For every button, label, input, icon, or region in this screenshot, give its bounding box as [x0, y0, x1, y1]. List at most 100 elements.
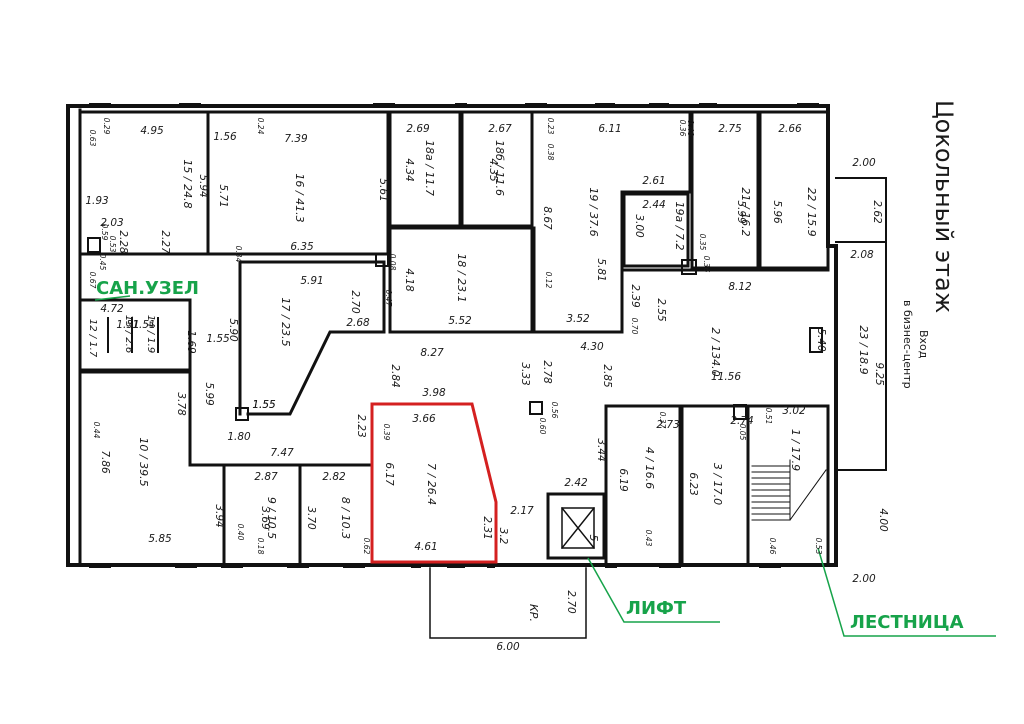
dimension-label: 5.90 [227, 318, 239, 342]
dimension-label: 1.69 [185, 330, 197, 354]
dimension-label: 4.35 [487, 158, 499, 182]
room-19-outline [532, 110, 692, 334]
room-label-16: 16 / 41.3 [293, 173, 306, 222]
wall-mark: 0.53 [108, 236, 117, 253]
dimension-label: 5.81 [595, 258, 607, 281]
dimension-label: 2.70 [349, 290, 361, 314]
floor-title: Цокольный этаж [930, 100, 958, 313]
walls [66, 103, 887, 639]
dimension-label: 2.68 [346, 317, 370, 329]
wall-mark: 0.62 [362, 538, 371, 555]
stairs-callout-line [817, 547, 996, 637]
dimension-label: 11.56 [711, 371, 741, 383]
dimension-label: 2.44 [642, 199, 665, 211]
room-3-outline [680, 404, 750, 567]
dimension-label: 3.33 [519, 362, 531, 385]
dimension-label: 5.94 [197, 174, 209, 197]
dimension-label: 1.55 [252, 399, 276, 411]
dimension-label: 3.78 [175, 392, 187, 416]
wall-mark: 0.36 [678, 120, 687, 137]
dimension-label: 2.73 [656, 419, 679, 431]
room-16-outline [206, 110, 390, 256]
dimension-label: 3.2 [497, 528, 509, 545]
dimension-label: 1.51 [132, 319, 155, 331]
dimension-label: 5.52 [448, 315, 472, 327]
dimension-label: 2.85 [601, 364, 613, 388]
wall-mark: 0.38 [546, 144, 555, 161]
wall-mark: 0.46 [768, 538, 777, 555]
dimension-label: 6.11 [598, 123, 621, 135]
room-label-12: 12 / 1.7 [87, 319, 98, 358]
wall-mark: 0.60 [538, 418, 547, 435]
dimension-label: 2.17 [510, 505, 534, 517]
lift-callout-line [587, 557, 720, 623]
entrance-label-line1: Вход [917, 330, 930, 359]
wall-mark: 0.08 [388, 254, 397, 271]
wall-mark: 0.23 [546, 118, 555, 135]
dimension-label: 4.61 [414, 541, 437, 553]
sanuzel-outline [78, 298, 192, 372]
dimension-label: 3.02 [782, 405, 806, 417]
dimension-label: 6.17 [383, 462, 395, 486]
dimension-label: 2.23 [355, 414, 367, 437]
dimension-label: 2.82 [322, 471, 346, 483]
room-label-5: 5 [587, 535, 600, 542]
dimension-label: 2.55 [655, 298, 667, 322]
room-label-18б: 18б / 11.6 [493, 140, 506, 196]
wall-mark: 0.18 [256, 538, 265, 555]
room-label-2: 2 / 134.0 [709, 327, 722, 376]
dimension-label: 2.87 [254, 471, 278, 483]
stairs-callout: ЛЕСТНИЦА [850, 612, 964, 633]
dimension-label: 7.47 [270, 447, 294, 459]
dimension-label: 8.27 [420, 347, 444, 359]
room-label-17: 17 / 23.5 [279, 297, 292, 346]
dimension-label: 1.56 [213, 131, 237, 143]
wall-mark: 0.40 [236, 524, 245, 541]
room-label-21: 21 / 16.2 [739, 187, 752, 236]
dimension-label: 6.35 [290, 241, 314, 253]
room-label-8: 8 / 10.3 [339, 497, 352, 539]
lift-callout: ЛИФТ [626, 598, 687, 619]
wall-mark: 0.43 [644, 530, 653, 547]
room-17-outline [238, 260, 386, 416]
dimension-label: 2.61 [642, 175, 665, 187]
room-label-23: 23 / 18.9 [857, 325, 870, 374]
dimension-label: 2.78 [541, 360, 553, 384]
room-label-15: 15 / 24.8 [181, 159, 194, 208]
dimension-label: 3.44 [595, 438, 607, 461]
room-18a-outline [388, 110, 462, 228]
porch-outline [429, 567, 587, 639]
porch-label: КР. [527, 604, 540, 622]
dimension-label: 1.55 [206, 333, 230, 345]
dimension-label: 4.30 [580, 341, 604, 353]
dimension-label: 2.62 [871, 200, 883, 224]
dimension-label: 5.96 [771, 200, 783, 224]
room-label-13: 13 / 2.6 [123, 315, 134, 353]
room-label-10: 10 / 39.5 [137, 437, 150, 486]
wall-mark: 0.53 [814, 538, 823, 555]
sanuzel-callout: САН.УЗЕЛ [96, 278, 199, 299]
dimension-label: 8.67 [541, 206, 553, 230]
lift-shaft [546, 492, 606, 560]
wall-mark: 0.48 [686, 120, 695, 137]
dimension-label: 3.69 [259, 506, 271, 530]
dimension-label: 2.42 [564, 477, 588, 489]
wall-mark: 0.51 [764, 408, 773, 425]
dimension-label: 3.66 [412, 413, 436, 425]
dimension-label: 4.95 [140, 125, 164, 137]
entrance-label-line2: в бизнес-центр [901, 300, 914, 389]
dimension-label: 2.66 [778, 123, 802, 135]
wall-mark: 0.35 [698, 234, 707, 251]
dimension-label: 9.25 [873, 362, 885, 386]
dimension-label: 1.93 [85, 195, 108, 207]
wall-mark: 0.24 [256, 118, 265, 135]
room-label-18: 18 / 23.1 [455, 253, 468, 302]
wall-mark: 0.59 [100, 224, 109, 241]
dimension-label: 6.00 [496, 641, 520, 653]
dimension-label: 2.03 [100, 217, 123, 229]
wall-mark: 0.29 [102, 118, 111, 135]
wall-mark: 0.37 [658, 412, 667, 429]
room-18b-outline [460, 110, 534, 228]
dimension-label: 2.84 [389, 364, 401, 387]
